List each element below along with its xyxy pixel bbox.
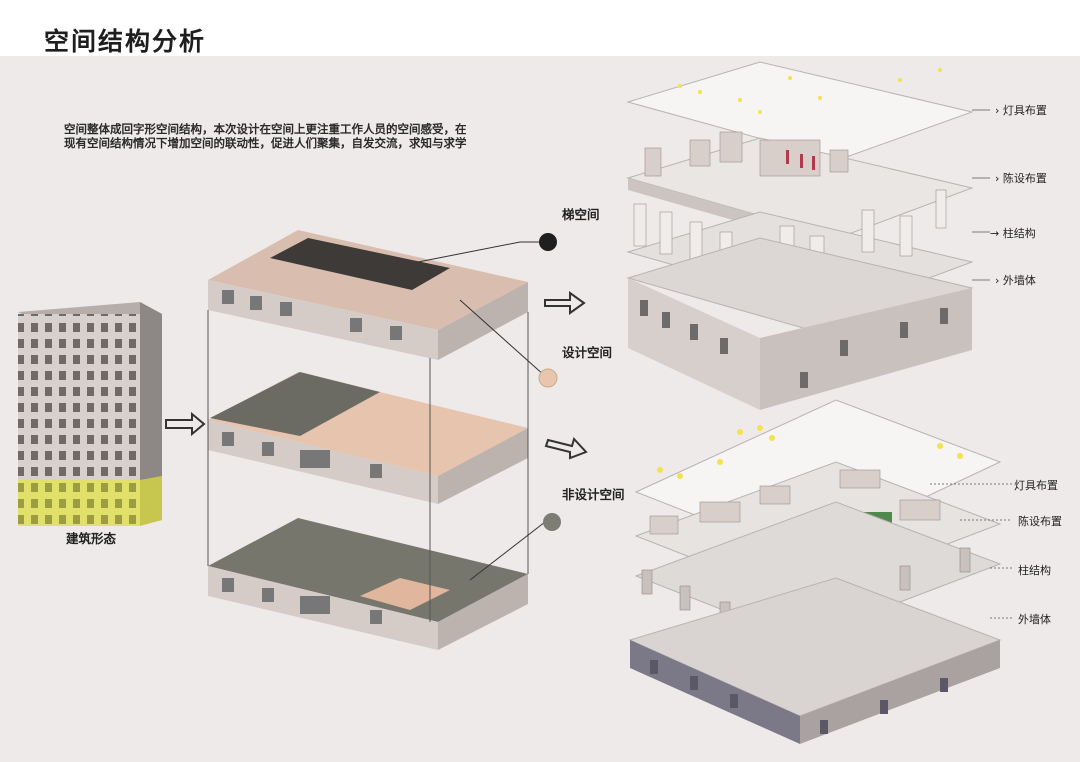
slab-non-design-floor	[208, 518, 528, 650]
legend-top-walls-text: 外墙体	[1002, 274, 1036, 287]
stair-marker-icon	[539, 233, 557, 251]
design-marker-icon	[538, 368, 558, 388]
building-form-label: 建筑形态	[66, 531, 117, 546]
legend-top-lighting-text: 灯具布置	[1002, 104, 1047, 117]
legend-top-lighting: › 灯具布置	[995, 104, 1047, 117]
callout-lines	[417, 241, 546, 581]
arrow-to-bottom-explode-icon	[544, 437, 588, 460]
legend-bottom-furnishing: 陈设布置	[1018, 515, 1062, 528]
intro-text: 空间整体成回字形空间结构，本次设计在空间上更注重工作人员的空间感受，在 现有空间…	[64, 122, 534, 150]
tower-building	[18, 302, 162, 526]
arrow-to-top-explode-icon	[544, 291, 586, 315]
stair-space-label: 梯空间	[562, 207, 600, 222]
arrow-to-slabs-icon	[165, 411, 206, 437]
legend-bottom-lighting: 灯具布置	[1014, 479, 1058, 492]
exploded-view-design-space	[626, 61, 974, 410]
legend-top-walls: › 外墙体	[995, 274, 1036, 287]
design-space-label: 设计空间	[562, 345, 613, 360]
intro-line: 现有空间结构情况下增加空间的联动性，促进人们聚集，自发交流，求知与求学	[64, 136, 467, 150]
tower-highlight-floor	[18, 480, 140, 526]
legend-top-furnishing-text: 陈设布置	[1002, 172, 1047, 185]
slab-connector-lines	[207, 310, 529, 622]
intro-line: 空间整体成回字形空间结构，本次设计在空间上更注重工作人员的空间感受，在	[64, 122, 467, 136]
top-legend-leaders	[972, 109, 990, 281]
legend-top-furnishing: › 陈设布置	[995, 172, 1047, 185]
bottom-legend-leaders	[930, 483, 1012, 619]
slab-stair-floor	[208, 230, 528, 360]
legend-bottom-columns: 柱结构	[1018, 564, 1051, 577]
slab-design-floor	[208, 372, 528, 504]
legend-bottom-walls: 外墙体	[1018, 613, 1051, 626]
exploded-view-non-design-space	[628, 399, 1002, 744]
page-title: 空间结构分析	[44, 27, 207, 56]
legend-top-columns-text: 柱结构	[1002, 227, 1036, 240]
non-design-space-label: 非设计空间	[562, 487, 625, 502]
non-design-marker-icon	[543, 513, 561, 531]
legend-top-columns: → 柱结构	[990, 227, 1036, 240]
